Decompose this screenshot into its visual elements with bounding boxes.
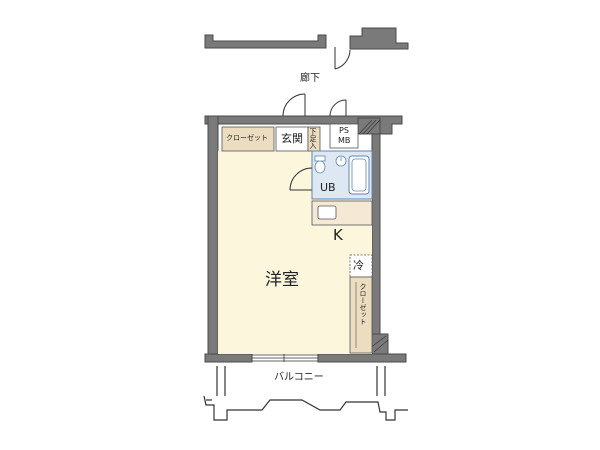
shoe-box-label: 下足入 [309,128,317,149]
entrance-label: 玄関 [281,132,303,145]
bath-door [289,167,313,191]
corridor-door [334,47,351,70]
entrance-area [275,126,309,152]
closet-side-area [349,276,373,354]
balcony-label: バルコニー [274,372,324,383]
closet-top-label: クローゼット [226,134,268,142]
western-room-label: 洋室 [265,270,299,290]
unit-bath-label: UB [320,181,336,194]
closet-side-label: クローゼット [359,283,367,325]
balcony-rail [203,366,408,421]
fridge-area [349,254,373,278]
kitchen-label: K [333,226,343,244]
entrance-door [282,93,347,117]
corridor-wall [204,27,409,50]
ps-mb-area [329,123,359,149]
closet-top-area [221,126,275,152]
fridge-label: 冷 [353,259,364,272]
corridor-label: 廊下 [300,73,320,84]
mb-label: MB [338,136,351,145]
ps-label: PS [339,126,349,135]
shaft-hatch [358,119,389,353]
balcony-window [252,354,318,362]
